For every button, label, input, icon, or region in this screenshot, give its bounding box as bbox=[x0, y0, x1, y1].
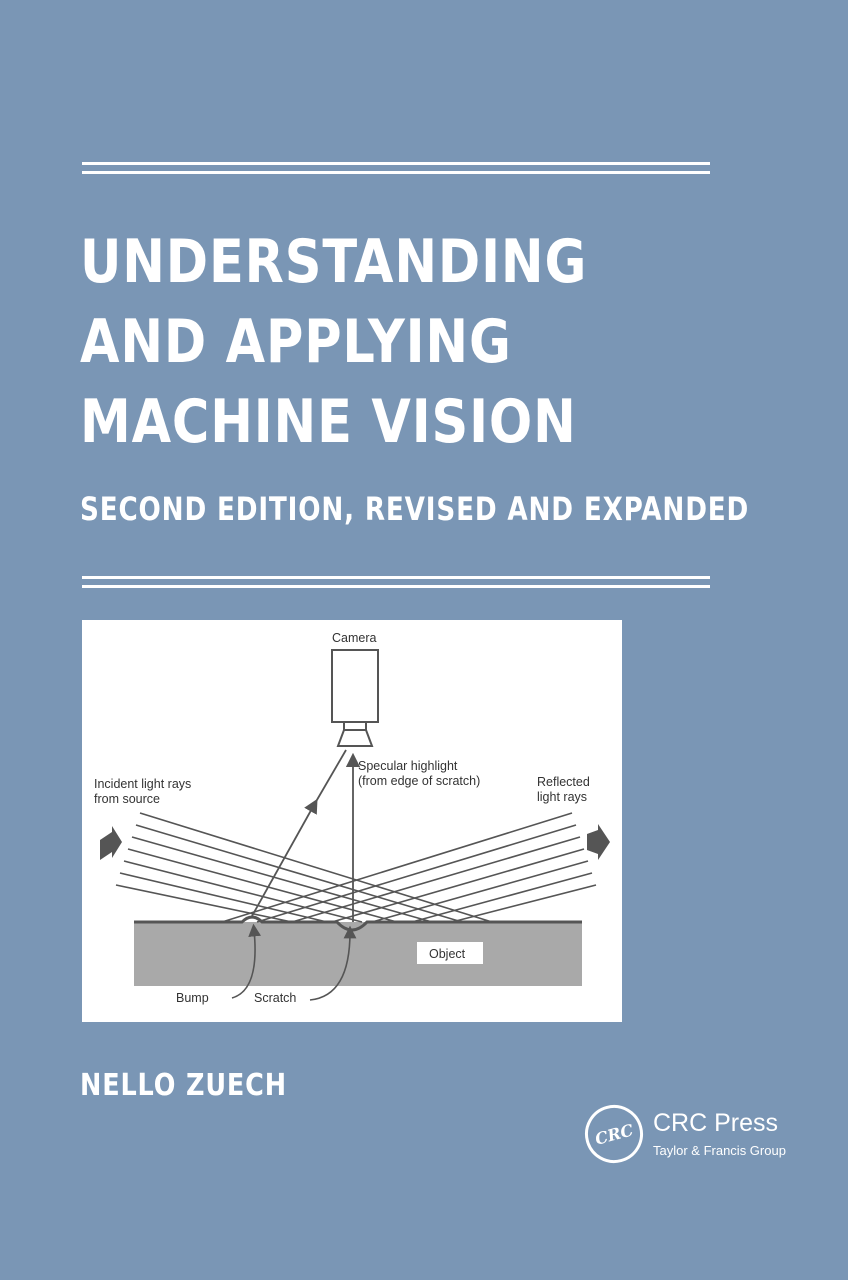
incident-label-line-2: from source bbox=[94, 792, 160, 806]
object-label-box bbox=[417, 942, 483, 964]
bottom-rule-upper bbox=[82, 576, 710, 579]
scratch-label: Scratch bbox=[254, 991, 296, 1005]
bump-highlight-ray-upper bbox=[313, 749, 347, 806]
specular-label-line-1: Specular highlight bbox=[358, 759, 458, 773]
reflected-rays bbox=[221, 812, 597, 923]
camera-lens bbox=[336, 729, 374, 747]
author-name: NELLO ZUECH bbox=[80, 1068, 287, 1103]
reflected-arrow-icon bbox=[587, 824, 610, 860]
crc-logo-icon: CRC bbox=[578, 1098, 650, 1170]
camera-label: Camera bbox=[332, 631, 377, 645]
bump-pointer bbox=[231, 923, 262, 999]
title-line-3: MACHINE VISION bbox=[80, 387, 577, 457]
bump-label: Bump bbox=[176, 991, 209, 1005]
machine-vision-diagram: Camera Specular highlight (from edge of … bbox=[94, 631, 610, 1005]
object-surface bbox=[134, 915, 582, 932]
bump-highlight-ray bbox=[251, 798, 318, 917]
book-title: UNDERSTANDING AND APPLYING MACHINE VISIO… bbox=[80, 222, 675, 462]
camera-body bbox=[331, 649, 379, 723]
bottom-rule-lower bbox=[82, 585, 710, 588]
publisher-group: Taylor & Francis Group bbox=[653, 1143, 786, 1158]
reflected-label-line-1: Reflected bbox=[537, 775, 590, 789]
reflected-label-line-2: light rays bbox=[537, 790, 587, 804]
top-rule-lower bbox=[82, 171, 710, 174]
object-block bbox=[134, 922, 582, 986]
title-line-1: UNDERSTANDING bbox=[80, 227, 588, 297]
incident-label-line-1: Incident light rays bbox=[94, 777, 191, 791]
title-line-2: AND APPLYING bbox=[80, 307, 512, 377]
top-rule-upper bbox=[82, 162, 710, 165]
edition-subtitle: SECOND EDITION, REVISED AND EXPANDED bbox=[80, 490, 750, 528]
publisher-block: CRC CRC Press Taylor & Francis Group bbox=[578, 1098, 815, 1175]
object-label: Object bbox=[429, 947, 466, 961]
scratch-pointer bbox=[309, 925, 357, 1001]
camera-mount bbox=[343, 721, 367, 731]
publisher-name: CRC Press bbox=[653, 1109, 779, 1137]
specular-label-line-2: (from edge of scratch) bbox=[358, 774, 480, 788]
cover-illustration: Camera Specular highlight (from edge of … bbox=[82, 620, 622, 1022]
incident-arrow-icon bbox=[100, 826, 122, 860]
